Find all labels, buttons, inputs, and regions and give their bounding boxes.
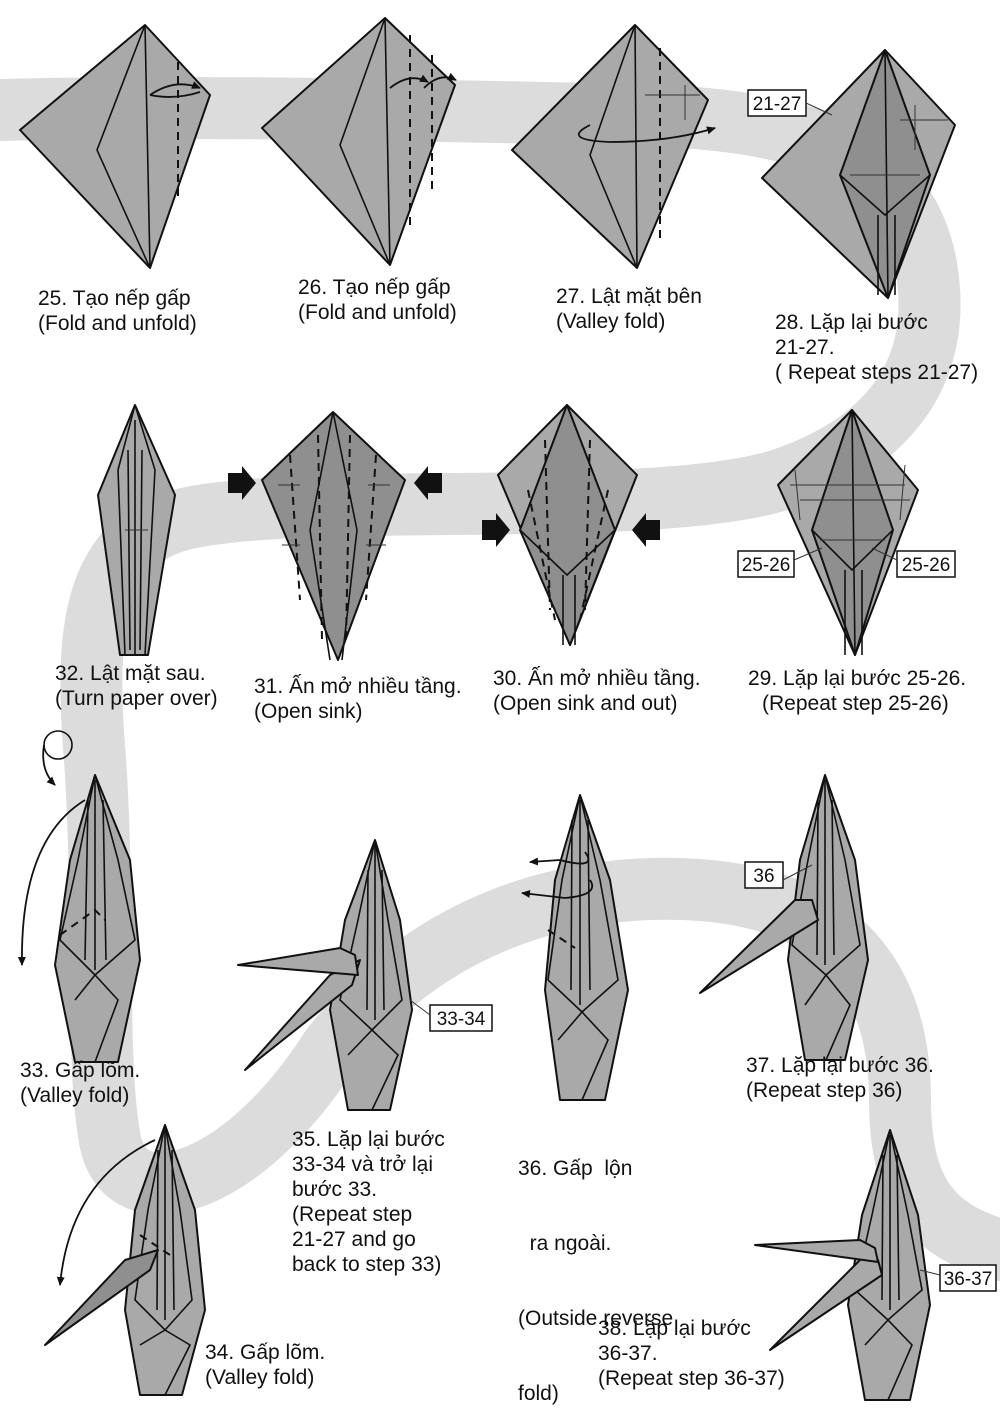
step-38-caption: 38. Lặp lại bước 36-37. (Repeat step 36-… (598, 1316, 785, 1391)
step-29-caption: 29. Lặp lại bước 25-26. (Repeat step 25-… (748, 666, 966, 716)
svg-text:36-37: 36-37 (944, 1269, 993, 1290)
push-arrow-left (482, 513, 510, 547)
step-38-caption-line: (Repeat step 36-37) (598, 1367, 785, 1390)
step-29-caption-line: (Repeat step 25-26) (762, 692, 949, 715)
step-35-reference-box: 33-34 (409, 999, 493, 1032)
step-30-figure (482, 404, 660, 646)
svg-text:21-27: 21-27 (753, 94, 802, 115)
step-35-caption-line: (Repeat step (292, 1203, 413, 1226)
step-28-figure (761, 49, 956, 299)
step-26-caption: 26. Tạo nếp gấp (Fold and unfold) (298, 275, 457, 325)
step-35-caption-line: 35. Lặp lại bước (292, 1128, 445, 1151)
step-35-caption-line: 33-34 và trở lại (292, 1153, 434, 1176)
step-37-figure (699, 774, 869, 1061)
step-37-reference-box: 36 (744, 861, 813, 889)
step-25-caption: 25. Tạo nếp gấp (Fold and unfold) (38, 286, 197, 336)
step-31-caption: 31. Ấn mở nhiều tầng. (Open sink) (254, 674, 462, 724)
step-27-caption-line: (Valley fold) (556, 310, 666, 333)
step-28-caption-line: 28. Lặp lại bước (775, 311, 928, 334)
step-26-figure (261, 17, 457, 266)
step-38-reference-box: 36-37 (919, 1264, 997, 1292)
step-38-caption-line: 36-37. (598, 1342, 658, 1365)
step-35-caption-line: 21-27 and go (292, 1228, 416, 1251)
step-31-caption-line: (Open sink) (254, 700, 363, 723)
step-29-reference-box-right: 25-26 (871, 547, 956, 578)
step-33-figure (17, 730, 141, 1063)
step-25-caption-line: 25. Tạo nếp gấp (38, 287, 191, 310)
step-30-caption-line: (Open sink and out) (493, 692, 678, 715)
step-36-caption-line: (Outside reverse (518, 1307, 674, 1330)
step-30-caption-line: 30. Ấn mở nhiều tầng. (493, 667, 701, 690)
step-31-figure (228, 411, 442, 661)
step-36-caption-line: 36. Gấp lộn (518, 1157, 633, 1180)
step-30-caption: 30. Ấn mở nhiều tầng. (Open sink and out… (493, 666, 701, 716)
step-28-caption-line: 21-27. (775, 336, 835, 359)
step-36-caption: 36. Gấp lộn ra ngoài. (Outside reverse f… (518, 1106, 673, 1418)
step-29-figure (777, 409, 919, 656)
step-37-caption-line: 37. Lặp lại bước 36. (746, 1054, 934, 1077)
step-32-caption: 32. Lật mặt sau. (Turn paper over) (55, 661, 218, 711)
step-26-caption-line: 26. Tạo nếp gấp (298, 276, 451, 299)
step-37-caption: 37. Lặp lại bước 36. (Repeat step 36) (746, 1053, 934, 1103)
step-33-caption-line: (Valley fold) (20, 1084, 130, 1107)
step-35-caption: 35. Lặp lại bước 33-34 và trở lại bước 3… (292, 1127, 445, 1277)
step-33-caption: 33. Gấp lõm. (Valley fold) (20, 1058, 140, 1108)
step-34-caption: 34. Gấp lõm. (Valley fold) (205, 1340, 325, 1390)
step-28-reference-box: 21-27 (747, 89, 833, 117)
step-27-caption-line: 27. Lật mặt bên (556, 285, 702, 308)
step-33-caption-line: 33. Gấp lõm. (20, 1059, 141, 1082)
step-32-figure (97, 404, 176, 656)
step-34-figure (44, 1124, 206, 1396)
step-36-caption-line: fold) (518, 1382, 559, 1405)
step-36-caption-line: ra ngoài. (518, 1232, 612, 1255)
step-36-figure (521, 794, 629, 1101)
step-25-figure (19, 24, 211, 269)
step-28-caption-line: ( Repeat steps 21-27) (775, 361, 979, 384)
step-28-caption: 28. Lặp lại bước 21-27. ( Repeat steps 2… (775, 310, 978, 385)
svg-text:36: 36 (753, 866, 774, 887)
step-32-caption-line: (Turn paper over) (55, 687, 218, 710)
svg-text:25-26: 25-26 (902, 555, 951, 576)
step-35-caption-line: back to step 33) (292, 1253, 442, 1276)
push-arrow-left (228, 466, 256, 500)
push-arrow-right (632, 513, 660, 547)
step-25-caption-line: (Fold and unfold) (38, 312, 197, 335)
svg-text:25-26: 25-26 (742, 555, 791, 576)
step-27-caption: 27. Lật mặt bên (Valley fold) (556, 284, 702, 334)
step-34-caption-line: 34. Gấp lõm. (205, 1341, 326, 1364)
step-37-caption-line: (Repeat step 36) (746, 1079, 903, 1102)
step-32-caption-line: 32. Lật mặt sau. (55, 662, 206, 685)
step-26-caption-line: (Fold and unfold) (298, 301, 457, 324)
push-arrow-right (414, 466, 442, 500)
step-31-caption-line: 31. Ấn mở nhiều tầng. (254, 675, 462, 698)
step-29-caption-line: 29. Lặp lại bước 25-26. (748, 667, 967, 690)
step-27-figure (511, 24, 716, 269)
step-35-caption-line: bước 33. (292, 1178, 378, 1201)
step-29-reference-box-left: 25-26 (737, 547, 823, 578)
svg-text:33-34: 33-34 (437, 1009, 486, 1030)
step-38-caption-line: 38. Lặp lại bước (598, 1317, 751, 1340)
step-38-figure (754, 1129, 931, 1401)
step-34-caption-line: (Valley fold) (205, 1366, 315, 1389)
step-35-figure (237, 839, 413, 1111)
